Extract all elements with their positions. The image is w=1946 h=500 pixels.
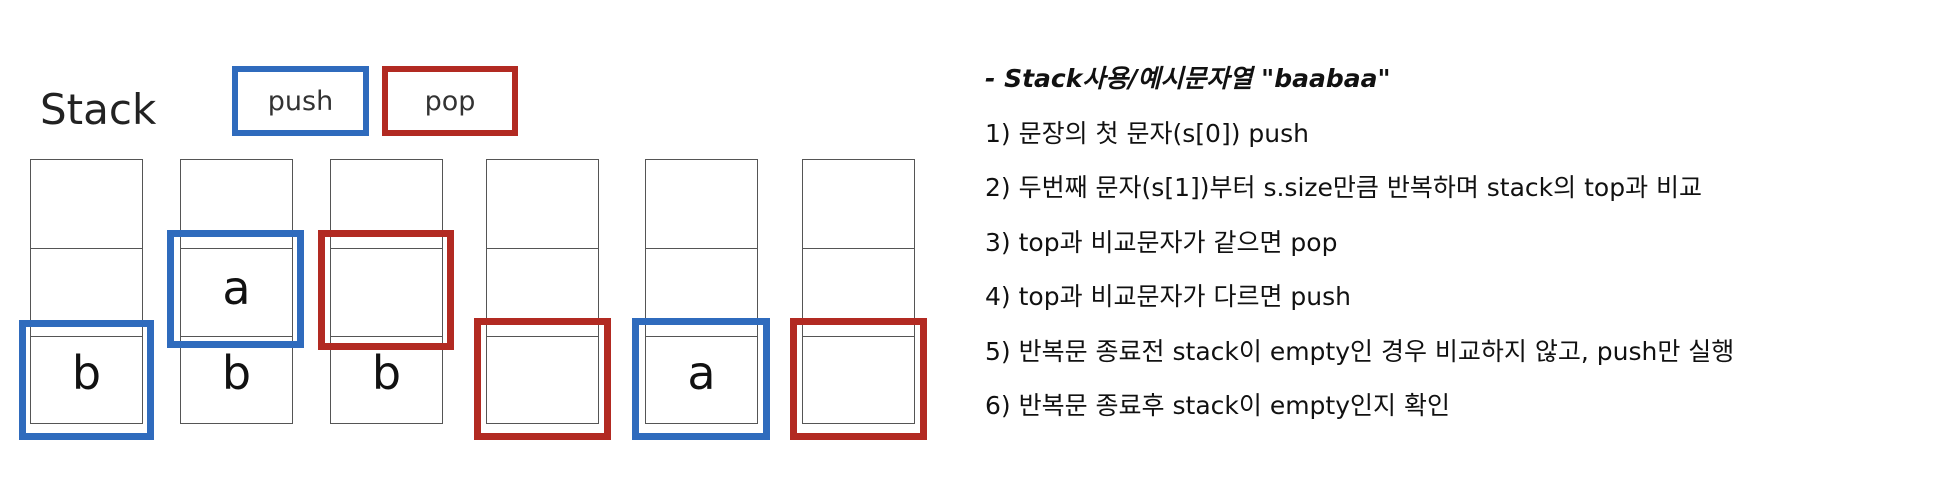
stack-column-2 [180,159,293,424]
pop-highlight-3 [318,230,454,350]
stack-1-bottom-value: b [71,346,102,400]
push-highlight-5 [632,318,770,440]
stack-5-bottom-value: a [687,346,716,400]
pop-highlight-4 [474,318,611,440]
stack-column-1 [30,159,143,424]
legend-pop: pop [382,66,518,136]
step-4: 4) top과 비교문자가 다르면 push [985,282,1351,311]
stack-2-bottom-value: b [221,346,252,400]
step-1: 1) 문장의 첫 문자(s[0]) push [985,118,1309,148]
pop-highlight-6 [790,318,927,440]
stack-column-6 [802,159,915,424]
step-2: 2) 두번째 문자(s[1])부터 s.size만큼 반복하며 stack의 t… [985,173,1703,202]
stack-2-middle-value: a [222,261,251,315]
step-5: 5) 반복문 종료전 stack이 empty인 경우 비교하지 않고, pus… [985,336,1735,366]
push-highlight-2 [167,230,304,348]
description-heading: - Stack사용/예시문자열 "baabaa" [985,64,1391,93]
stack-column-5 [645,159,758,424]
push-highlight-1 [19,320,154,440]
stack-3-bottom-value: b [371,346,402,400]
stack-column-4 [486,159,599,424]
legend-push: push [232,66,369,136]
stack-column-3 [330,159,443,424]
step-3: 3) top과 비교문자가 같으면 pop [985,227,1338,257]
stack-title: Stack [40,85,157,134]
step-6: 6) 반복문 종료후 stack이 empty인지 확인 [985,391,1450,420]
description-panel: - Stack사용/예시문자열 "baabaa" 1) 문장의 첫 문자(s[0… [985,52,1925,434]
